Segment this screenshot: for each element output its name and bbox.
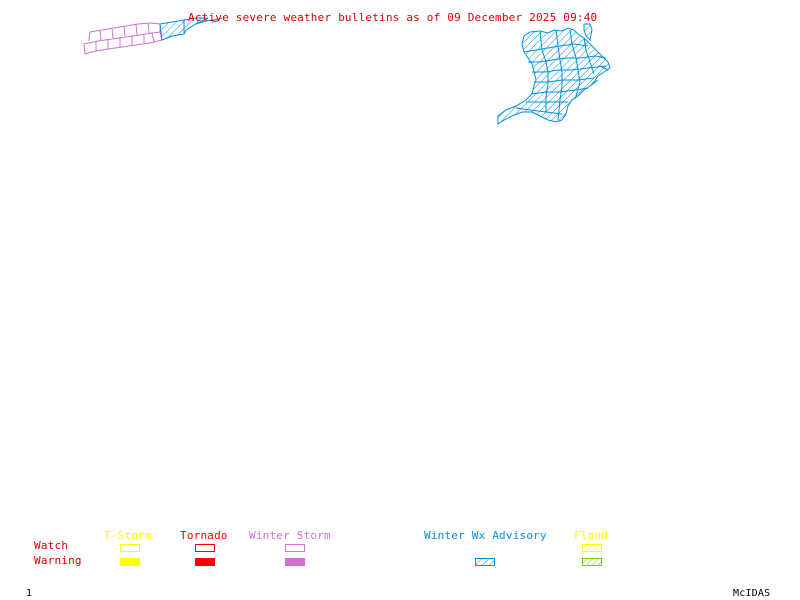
legend-row-watch: Watch: [34, 539, 69, 552]
tstorm-warning-swatch: [120, 558, 140, 566]
legend-header-winter-wx-advisory: Winter Wx Advisory: [424, 529, 547, 542]
legend-header-winter-storm: Winter Storm: [249, 529, 331, 542]
tornado-watch-swatch: [195, 544, 215, 552]
legend-header-tornado: Tornado: [180, 529, 228, 542]
legend-row-warning: Warning: [34, 554, 82, 567]
legend-header-flood: Flood: [574, 529, 609, 542]
northeast-winter-wx-advisory-zones: [497, 23, 611, 125]
map-title: Active severe weather bulletins as of 09…: [188, 11, 598, 24]
pacific-northwest-winter-storm-zones: [83, 22, 163, 55]
mcidas-label: McIDAS: [733, 588, 771, 599]
frame-number: 1: [26, 588, 33, 599]
winter-storm-warning-swatch: [285, 558, 305, 566]
winter-storm-watch-swatch: [285, 544, 305, 552]
winter-wx-advisory-warning-swatch: [475, 558, 495, 566]
legend-header-tstorm: T-Storm: [104, 529, 152, 542]
tstorm-watch-swatch: [120, 544, 140, 552]
flood-warning-swatch: [582, 558, 602, 566]
pacific-northwest-winter-wx-advisory-zones: [159, 17, 223, 41]
tornado-warning-swatch: [195, 558, 215, 566]
flood-watch-swatch: [582, 544, 602, 552]
